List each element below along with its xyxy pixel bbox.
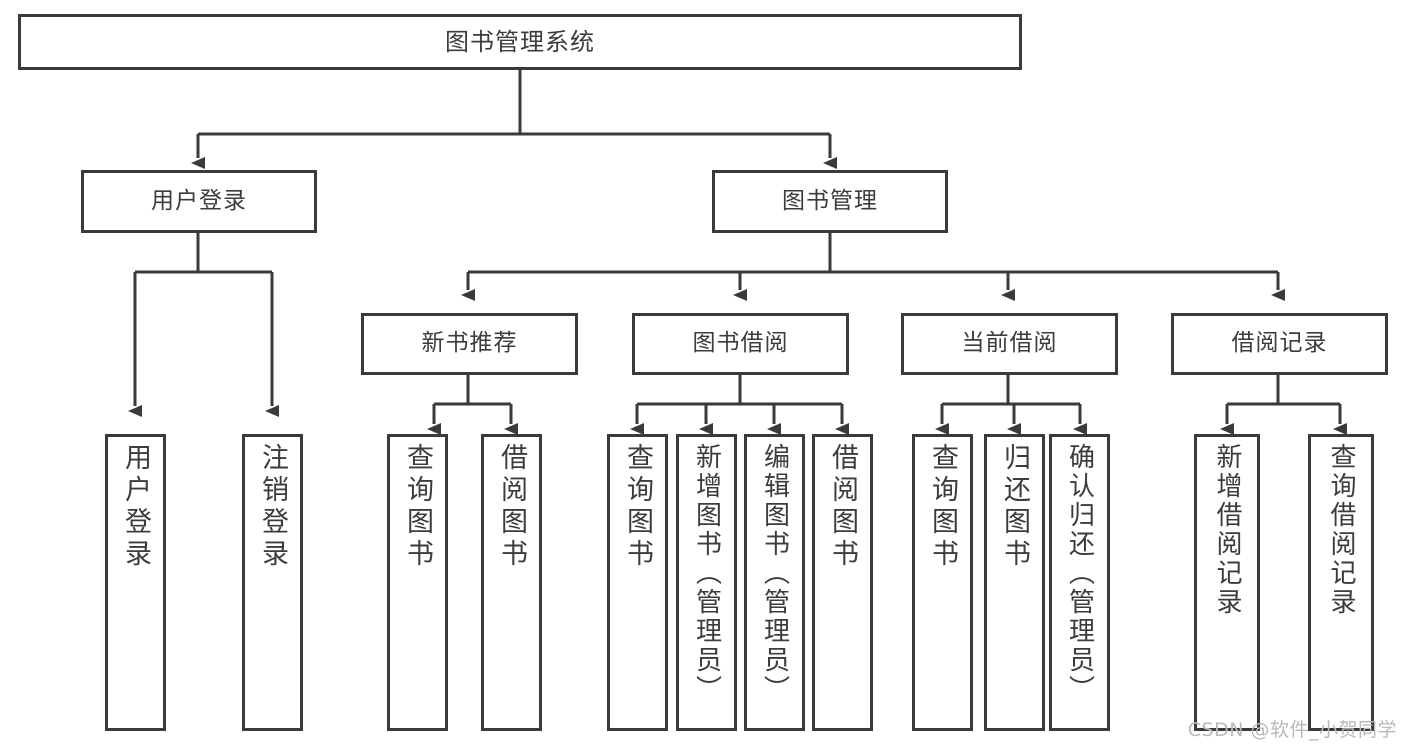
leaf-query-book-3[interactable]: 查询图书 (912, 434, 973, 731)
leaf-add-book-label: 新增图书（管理员） (691, 443, 722, 704)
leaf-edit-book-label: 编辑图书（管理员） (759, 443, 790, 704)
node-book-manage-label: 图书管理 (782, 187, 878, 214)
leaf-logout[interactable]: 注销登录 (242, 434, 303, 731)
leaf-user-login-label: 用户登录 (120, 443, 151, 571)
node-root-label: 图书管理系统 (445, 27, 595, 56)
leaf-query-book-1-label: 查询图书 (402, 443, 433, 571)
leaf-borrow-book-1[interactable]: 借阅图书 (481, 434, 542, 731)
node-book-manage[interactable]: 图书管理 (712, 170, 948, 233)
node-borrow-record[interactable]: 借阅记录 (1171, 313, 1388, 375)
csdn-watermark: CSDN @软件_小贺同学 (1187, 719, 1397, 741)
leaf-return-book-label: 归还图书 (999, 443, 1030, 571)
node-current-borrow[interactable]: 当前借阅 (901, 313, 1118, 375)
node-root[interactable]: 图书管理系统 (18, 14, 1022, 70)
leaf-query-book-3-label: 查询图书 (927, 443, 958, 571)
leaf-add-book[interactable]: 新增图书（管理员） (676, 434, 737, 731)
node-current-borrow-label: 当前借阅 (961, 330, 1058, 357)
node-new-book-recommend-label: 新书推荐 (421, 330, 518, 357)
node-borrow-record-label: 借阅记录 (1231, 330, 1328, 357)
leaf-borrow-book-1-label: 借阅图书 (496, 443, 527, 571)
node-book-borrow[interactable]: 图书借阅 (632, 313, 849, 375)
leaf-query-book-2-label: 查询图书 (622, 443, 653, 571)
node-user-login-label: 用户登录 (151, 187, 247, 214)
leaf-confirm-return-label: 确认归还（管理员） (1064, 443, 1095, 704)
leaf-query-record-label: 查询借阅记录 (1326, 443, 1356, 617)
leaf-user-login[interactable]: 用户登录 (105, 434, 166, 731)
node-new-book-recommend[interactable]: 新书推荐 (361, 313, 578, 375)
leaf-add-record-label: 新增借阅记录 (1212, 443, 1242, 617)
leaf-query-book-2[interactable]: 查询图书 (607, 434, 668, 731)
node-user-login[interactable]: 用户登录 (81, 170, 317, 233)
leaf-query-record[interactable]: 查询借阅记录 (1308, 434, 1374, 731)
leaf-borrow-book-2[interactable]: 借阅图书 (812, 434, 873, 731)
leaf-logout-label: 注销登录 (257, 443, 288, 571)
leaf-borrow-book-2-label: 借阅图书 (827, 443, 858, 571)
leaf-confirm-return[interactable]: 确认归还（管理员） (1049, 434, 1110, 731)
leaf-add-record[interactable]: 新增借阅记录 (1194, 434, 1260, 731)
leaf-return-book[interactable]: 归还图书 (984, 434, 1045, 731)
leaf-edit-book[interactable]: 编辑图书（管理员） (744, 434, 805, 731)
node-book-borrow-label: 图书借阅 (692, 330, 789, 357)
leaf-query-book-1[interactable]: 查询图书 (387, 434, 448, 731)
